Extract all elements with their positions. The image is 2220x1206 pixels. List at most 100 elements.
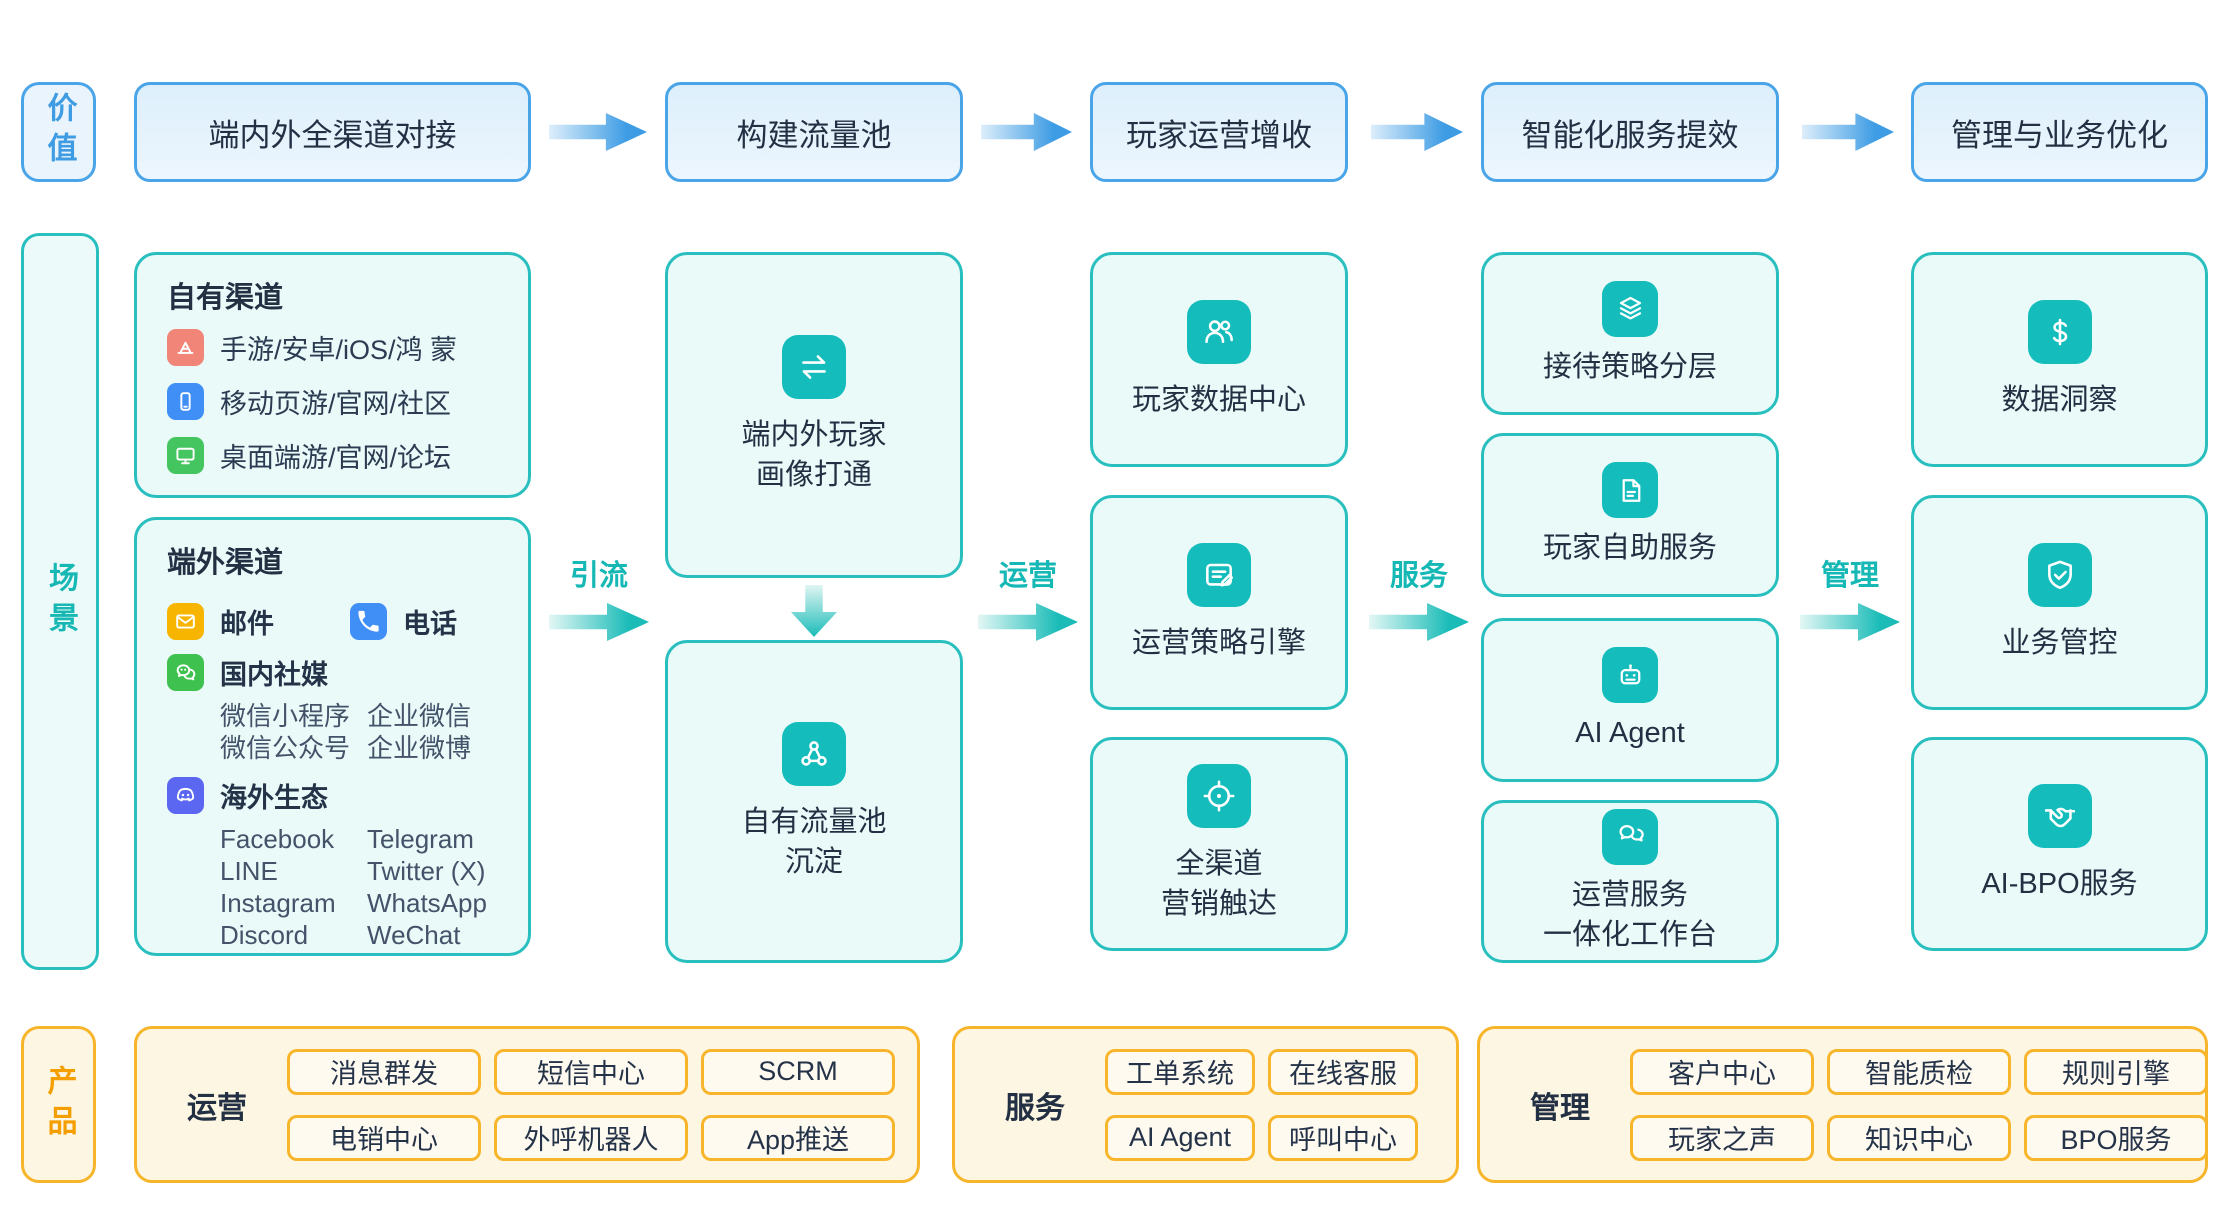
data-insight-label: 数据洞察: [2001, 383, 2118, 416]
social-item: 微信公众号: [220, 733, 351, 763]
own-channel-label: 手游/安卓/iOS/鸿 蒙: [220, 335, 458, 365]
value-step-3: 玩家运营增收: [1090, 82, 1348, 182]
product-group-manage-name: 管理: [1530, 1091, 1590, 1125]
marketing-reach-box: 全渠道 营销触达: [1090, 737, 1348, 951]
value-step-2: 构建流量池: [665, 82, 963, 182]
social-item: LINE: [220, 856, 278, 886]
strategy-note-icon: [1187, 542, 1251, 607]
product-chip: 规则引擎: [2024, 1048, 2208, 1095]
own-channel-item: 手游/安卓/iOS/鸿 蒙: [167, 328, 508, 367]
own-channel-item: 移动页游/官网/社区: [167, 382, 508, 421]
own-channel-item: 桌面端游/官网/论坛: [167, 436, 508, 475]
product-chip: 知识中心: [1827, 1114, 2011, 1161]
ai-bpo-box: AI-BPO服务: [1911, 737, 2208, 951]
flow-operate: 运营: [976, 552, 1080, 641]
flow-serve: 服务: [1367, 552, 1471, 641]
product-group-serve: 服务 工单系统 在线客服 AI Agent 呼叫中心: [952, 1026, 1459, 1183]
value-step-1: 端内外全渠道对接: [134, 82, 531, 182]
own-channels-box: 自有渠道 手游/安卓/iOS/鸿 蒙 移动页游/官网/社区 桌面端游/官网/论坛: [134, 252, 531, 498]
product-chip: 智能质检: [1827, 1048, 2011, 1095]
overseas-heading: 海外生态: [167, 776, 508, 815]
data-insight-box: 数据洞察: [1911, 252, 2208, 467]
value-step-3-text: 玩家运营增收: [1126, 117, 1312, 153]
value-step-5-text: 管理与业务优化: [1951, 117, 2168, 153]
handshake-icon: [2027, 784, 2092, 848]
traffic-pool-label: 自有流量池 沉淀: [741, 805, 887, 878]
phone-contact: 电话: [350, 602, 457, 641]
product-group-operate-name: 运营: [187, 1091, 247, 1125]
phone-call-icon: [350, 603, 387, 640]
contact-row: 邮件 电话: [167, 602, 508, 641]
overseas-list: Facebook Telegram LINE Twitter (X) Insta…: [220, 823, 508, 951]
value-row-label-text: 价值: [42, 92, 76, 172]
product-row-label: 产品: [21, 1026, 96, 1183]
strategy-engine-box: 运营策略引擎: [1090, 495, 1348, 710]
scene-row-label-text: 场景: [44, 561, 77, 642]
player-data-center-label: 玩家数据中心: [1131, 383, 1306, 416]
product-group-operate: 运营 消息群发 短信中心 SCRM 电销中心 外呼机器人 App推送: [134, 1026, 920, 1183]
dollar-icon: [2027, 299, 2092, 364]
social-item: Discord: [220, 920, 309, 950]
product-group-manage: 管理 客户中心 智能质检 规则引擎 玩家之声 知识中心 BPO服务: [1477, 1026, 2208, 1183]
users-icon: [1187, 299, 1251, 364]
product-chip-grid: 客户中心 智能质检 规则引擎 玩家之声 知识中心 BPO服务: [1630, 1048, 2208, 1161]
arrow-right-icon: [549, 113, 647, 151]
own-channel-label: 桌面端游/官网/论坛: [220, 443, 452, 473]
social-item: 企业微博: [367, 733, 472, 763]
chat-bubbles-icon: [1602, 808, 1658, 865]
product-chip: 玩家之声: [1630, 1114, 1814, 1161]
ai-bpo-label: AI-BPO服务: [1981, 868, 2138, 900]
reception-strategy-box: 接待策略分层: [1481, 252, 1779, 415]
appstore-icon: [167, 329, 204, 366]
reception-strategy-label: 接待策略分层: [1542, 350, 1717, 383]
product-chip: SCRM: [701, 1048, 895, 1095]
scene-row-label: 场景: [21, 233, 99, 970]
product-chip: 工单系统: [1105, 1048, 1255, 1095]
flow-manage-label: 管理: [1820, 560, 1879, 592]
product-chip: AI Agent: [1105, 1114, 1255, 1161]
product-chip: 在线客服: [1268, 1048, 1418, 1095]
domestic-social-list: 微信小程序 企业微信 微信公众号 企业微博: [220, 700, 508, 764]
social-item: WeChat: [367, 920, 461, 950]
discord-icon: [167, 777, 204, 814]
layers-icon: [1602, 280, 1658, 337]
product-chip: 电销中心: [287, 1114, 481, 1161]
ai-agent-label: AI Agent: [1575, 717, 1685, 749]
workbench-label: 运营服务 一体化工作台: [1542, 878, 1717, 951]
player-data-center-box: 玩家数据中心: [1090, 252, 1348, 467]
value-row-label: 价值: [21, 82, 96, 182]
social-item: Instagram: [220, 888, 336, 918]
phone-contact-label: 电话: [403, 609, 457, 639]
product-chip: 客户中心: [1630, 1048, 1814, 1095]
arrow-down-icon: [791, 585, 837, 637]
arrow-right-icon: [1371, 113, 1463, 151]
target-icon: [1187, 764, 1251, 828]
strategy-engine-label: 运营策略引擎: [1131, 626, 1306, 659]
document-icon: [1602, 462, 1658, 518]
flow-inflow: 引流: [547, 552, 651, 641]
product-chip: 外呼机器人: [494, 1114, 688, 1161]
domestic-social-title: 国内社媒: [220, 660, 328, 690]
product-chip: 短信中心: [494, 1048, 688, 1095]
product-chip: BPO服务: [2024, 1114, 2208, 1161]
self-service-label: 玩家自助服务: [1542, 532, 1717, 564]
flow-manage: 管理: [1798, 552, 1902, 641]
player-profile-label: 端内外玩家 画像打通: [741, 419, 887, 491]
flow-serve-label: 服务: [1389, 560, 1448, 592]
mail-contact: 邮件: [167, 602, 350, 641]
social-item: WhatsApp: [367, 888, 487, 918]
value-step-2-text: 构建流量池: [736, 117, 892, 153]
business-control-label: 业务管控: [2001, 626, 2118, 659]
network-icon: [782, 721, 846, 786]
product-group-serve-name: 服务: [1005, 1091, 1065, 1125]
value-step-5: 管理与业务优化: [1911, 82, 2208, 182]
traffic-pool-box: 自有流量池 沉淀: [665, 640, 963, 963]
external-channels-box: 端外渠道 邮件 电话 国内社媒 微信小程序 企业微信: [134, 517, 531, 956]
product-chip: 消息群发: [287, 1048, 481, 1095]
social-item: Twitter (X): [367, 856, 486, 886]
product-chip-grid: 消息群发 短信中心 SCRM 电销中心 外呼机器人 App推送: [287, 1048, 895, 1161]
overseas-title: 海外生态: [220, 783, 328, 813]
flow-inflow-label: 引流: [569, 560, 628, 592]
robot-icon: [1602, 647, 1658, 703]
product-chip: App推送: [701, 1114, 895, 1161]
